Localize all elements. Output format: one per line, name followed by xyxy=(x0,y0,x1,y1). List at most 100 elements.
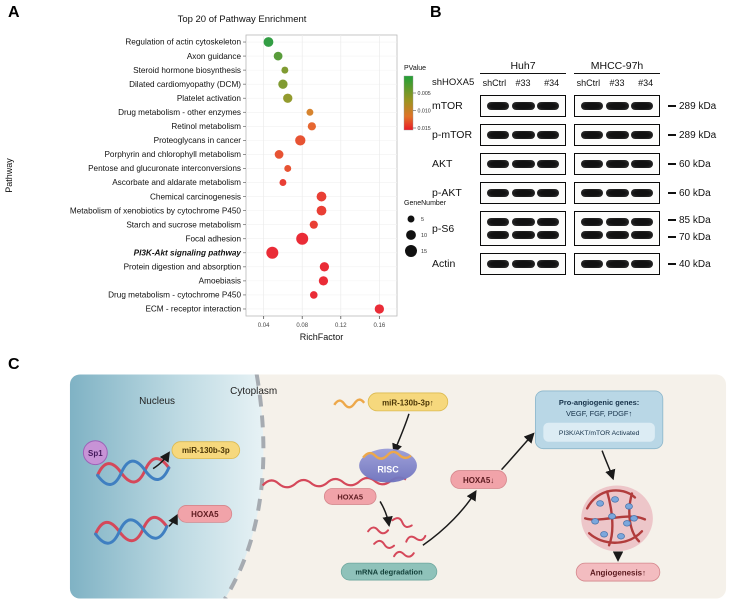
kda-column: 40 kDa xyxy=(668,259,711,270)
kda-tick xyxy=(668,134,676,136)
pro-angiogenic-title: Pro-angiogenic genes: xyxy=(559,398,639,407)
band-row xyxy=(487,260,559,268)
protein-band xyxy=(487,131,509,139)
panel-b-label: B xyxy=(430,4,442,21)
angiogenesis-label: Angiogenesis↑ xyxy=(590,569,646,578)
blot-box xyxy=(480,124,566,146)
x-tick-label: 0.12 xyxy=(335,323,347,329)
lane-label: shCtrl xyxy=(576,77,601,88)
protein-label: AKT xyxy=(432,158,453,170)
mrna-degradation-pill xyxy=(340,562,438,581)
protein-band xyxy=(537,160,559,168)
lane-label: #34 xyxy=(544,77,560,88)
protein-band xyxy=(537,260,559,268)
x-tick-label: 0.04 xyxy=(258,323,270,329)
nucleus-shape xyxy=(69,374,264,599)
pathway-dot xyxy=(309,220,318,229)
band-row xyxy=(487,189,559,197)
cell-line-header: Huh7 xyxy=(480,60,566,74)
hoxa5-down-label: HOXA5↓ xyxy=(463,476,494,485)
protein-band xyxy=(487,102,509,110)
hoxa5-gene-pill xyxy=(177,505,233,523)
band-row xyxy=(487,131,559,139)
lane-group: shCtrl#33#34 xyxy=(574,78,660,88)
lane-label: #34 xyxy=(638,77,654,88)
kda-text: 85 kDa xyxy=(679,214,711,226)
pathway-label: Platelet activation xyxy=(177,94,242,103)
mir-up-label: miR-130b-3p↑ xyxy=(382,398,434,407)
x-tick-label: 0.16 xyxy=(374,323,386,329)
mir-up-pill xyxy=(367,392,449,412)
blot-box xyxy=(480,211,566,246)
protein-band xyxy=(511,189,535,197)
band-row xyxy=(487,160,559,168)
kda-label: 60 kDa xyxy=(668,159,711,170)
kda-label: 289 kDa xyxy=(668,101,716,112)
x-tick-label: 0.08 xyxy=(296,323,308,329)
pathway-dot xyxy=(319,262,330,272)
blot-row: mTOR 289 kDa xyxy=(432,95,728,117)
pathway-label: PI3K-Akt signaling pathway xyxy=(134,248,242,257)
protein-band xyxy=(631,102,653,110)
kda-text: 60 kDa xyxy=(679,158,711,170)
genenumber-legend-dot xyxy=(407,215,415,223)
mrna-degradation-label: mRNA degradation xyxy=(355,568,423,577)
pro-angiogenic-genes: VEGF, FGF, PDGF↑ xyxy=(566,409,632,418)
protein-band xyxy=(511,218,535,226)
pathway-dot xyxy=(274,150,284,159)
pathway-dot xyxy=(374,304,385,314)
mechanism-diagram: Nucleus Cytoplasm Sp1 miR-130b-3p HOXA5 … xyxy=(69,374,727,599)
protein-band xyxy=(581,189,603,197)
protein-band xyxy=(581,260,603,268)
pathway-dot xyxy=(309,291,318,299)
hoxa5-mrna-pill xyxy=(323,488,377,505)
kda-label: 289 kDa xyxy=(668,130,716,141)
blot-row: AKT 60 kDa xyxy=(432,153,728,175)
risc-label: RISC xyxy=(377,465,399,475)
blot-box xyxy=(574,182,660,204)
protein-band xyxy=(487,231,509,239)
pathway-dot xyxy=(306,108,314,116)
lane-label: #33 xyxy=(515,77,531,88)
protein-band xyxy=(537,231,559,239)
chart-panel xyxy=(245,34,398,317)
pathway-dot xyxy=(279,179,287,186)
hoxa5-gene-label: HOXA5 xyxy=(191,510,219,519)
pathway-activated-box xyxy=(543,422,655,442)
protein-band xyxy=(487,160,509,168)
kda-text: 40 kDa xyxy=(679,258,711,270)
pvalue-tick-label: 0.015 xyxy=(418,126,431,132)
pathway-label: Regulation of actin cytoskeleton xyxy=(125,38,241,47)
protein-band xyxy=(511,131,535,139)
pathway-label: ECM - receptor interaction xyxy=(145,305,241,314)
protein-label: mTOR xyxy=(432,100,463,112)
hoxa5-mrna-label: HOXA5 xyxy=(337,492,363,501)
pathway-dot xyxy=(316,205,327,216)
genenumber-legend-title: GeneNumber xyxy=(404,200,447,207)
protein-band xyxy=(487,189,509,197)
kda-label: 85 kDa xyxy=(668,215,711,226)
pathway-label: Axon guidance xyxy=(187,52,242,61)
blot-box xyxy=(574,153,660,175)
pathway-dot xyxy=(281,66,289,74)
protein-band xyxy=(631,218,653,226)
protein-band xyxy=(605,218,629,226)
arrow-mrna-to-fragments xyxy=(379,501,393,528)
protein-band xyxy=(581,231,603,239)
pvalue-legend-title: PValue xyxy=(404,65,426,72)
lane-group: shCtrl#33#34 xyxy=(480,78,566,88)
pathway-dot xyxy=(295,135,306,146)
mir-gene-pill xyxy=(171,441,241,460)
band-row xyxy=(581,131,653,139)
genenumber-legend-dot xyxy=(406,230,416,240)
band-row xyxy=(581,218,653,226)
pathway-dot xyxy=(316,191,327,202)
kda-text: 289 kDa xyxy=(679,100,717,112)
pathway-label: Metabolism of xenobiotics by cytochrome … xyxy=(70,206,242,215)
pathway-label: Amoebiasis xyxy=(199,277,241,286)
pathway-dot xyxy=(263,37,274,47)
pathway-label: Pentose and glucuronate interconversions xyxy=(88,164,241,173)
protein-band xyxy=(511,102,535,110)
